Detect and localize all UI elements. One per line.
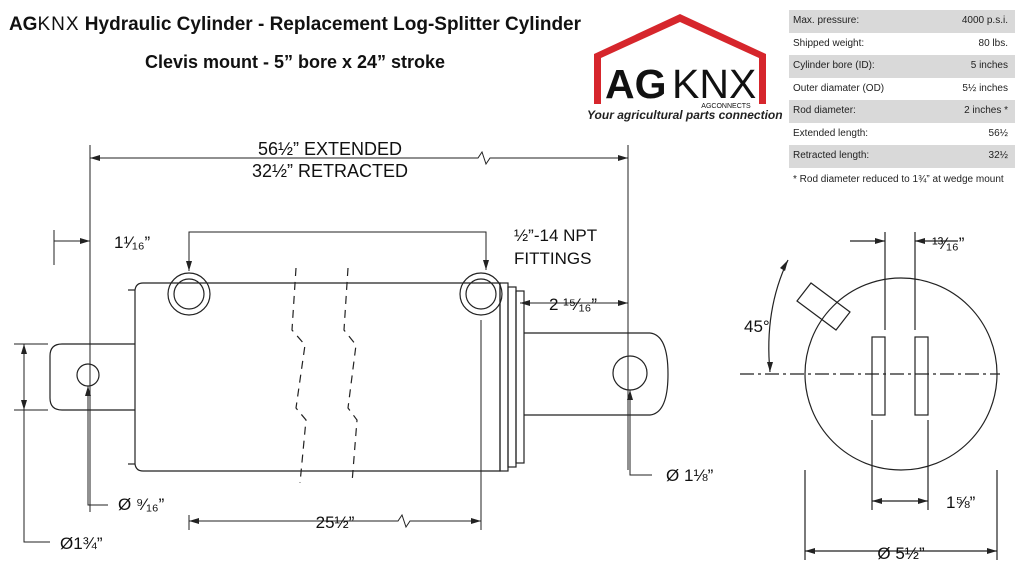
logo-ag: AG (605, 61, 667, 107)
npt-label-1: ½”-14 NPT (514, 226, 597, 245)
spec-value: 56½ (988, 127, 1008, 139)
spec-value: 5 inches (970, 60, 1008, 71)
gland-ring-1 (499, 282, 509, 472)
spec-value: 4000 p.s.i. (961, 15, 1008, 26)
retracted-label: 32½” RETRACTED (252, 161, 408, 181)
logo-tagline: Your agricultural parts connection (587, 108, 783, 122)
extended-label: 56½” EXTENDED (258, 139, 402, 159)
spec-value: 80 lbs. (978, 37, 1008, 49)
agknx-logo: AG KNX AGCONNECTS (594, 14, 766, 110)
title-text: Hydraulic Cylinder - Replacement Log-Spl… (79, 14, 582, 35)
rear-diameter-leader (23, 410, 50, 543)
od-label: Ø 5½” (877, 544, 925, 563)
rod-clevis (524, 332, 669, 416)
spec-row: Retracted length: 32½ (789, 145, 1015, 168)
spec-row: Rod diameter: 2 inches * (789, 100, 1015, 123)
spec-label: Shipped weight: (793, 37, 865, 49)
arrowheads (21, 155, 633, 524)
spec-label: Rod diameter: (793, 105, 856, 116)
spec-label: Retracted length: (793, 150, 870, 161)
spec-row: Outer diamater (OD) 5½ inches (789, 78, 1015, 101)
end-view-labels: ¹³⁄₁₆” 1⅝” Ø 5½” 45° (744, 234, 976, 563)
rod-pin-leader (629, 390, 652, 476)
gland-ring-2 (507, 286, 517, 468)
slot-spacing-label: 1⅝” (946, 493, 976, 512)
rear-pin-label: Ø ⁹⁄₁₆” (118, 495, 165, 514)
slot-left (871, 336, 886, 416)
angle-label: 45° (744, 317, 770, 336)
slot-width-label: ¹³⁄₁₆” (932, 234, 965, 253)
gland-ring-3 (515, 290, 525, 464)
port-fitting-front (459, 272, 503, 316)
rear-pin-leader (87, 386, 108, 506)
port-fitting-rear-inner (173, 278, 205, 310)
dimension-lines (14, 145, 652, 543)
spec-row: Shipped weight: 80 lbs. (789, 33, 1015, 56)
port-spacing-line (189, 513, 481, 529)
logo-sub: AGCONNECTS (701, 103, 751, 110)
spec-value: 2 inches * (964, 105, 1008, 116)
logo-barn-outline (594, 14, 766, 104)
spec-row: Extended length: 56½ (789, 123, 1015, 146)
spec-label: Extended length: (793, 127, 869, 139)
rod-pin-label: Ø 1⅛” (666, 466, 714, 485)
rod-pin-hole (612, 355, 648, 391)
title-brand-light: KNX (37, 14, 80, 35)
npt-label-2: FITTINGS (514, 249, 591, 268)
port-fitting-rear (167, 272, 211, 316)
spec-note: * Rod diameter reduced to 1¾” at wedge m… (793, 173, 1004, 185)
rear-pin-hole (76, 363, 100, 387)
spec-label: Max. pressure: (793, 15, 860, 26)
title-brand-bold: AG (8, 14, 38, 35)
page-subtitle: Clevis mount - 5” bore x 24” stroke (144, 52, 446, 72)
rear-clevis (49, 343, 135, 411)
spec-value: 5½ inches (962, 82, 1008, 94)
spec-label: Outer diamater (OD) (793, 82, 885, 94)
spec-row: Cylinder bore (ID): 5 inches (789, 55, 1015, 78)
logo-knx: KNX (672, 61, 756, 107)
end-view (740, 232, 1000, 560)
spec-row: Max. pressure: 4000 p.s.i. (789, 10, 1015, 33)
spec-label: Cylinder bore (ID): (793, 60, 875, 71)
spec-table: Max. pressure: 4000 p.s.i. Shipped weight… (789, 10, 1015, 185)
port-fitting-front-inner (465, 278, 497, 310)
slot-right (914, 336, 929, 416)
page-title: AGKNX Hydraulic Cylinder - Replacement L… (0, 14, 590, 36)
overall-length-line (90, 150, 628, 166)
port-spacing-label: 25½” (316, 513, 355, 532)
dimension-labels: 56½” EXTENDED 32½” RETRACTED 1¹⁄₁₆” ½”-1… (60, 139, 714, 553)
rear-diameter-label: Ø1¾” (60, 534, 103, 553)
angled-port (796, 282, 851, 331)
angle-arc (768, 259, 789, 373)
cylinder-body (134, 282, 501, 472)
spec-value: 32½ (988, 150, 1008, 161)
rod-offset-label: 2 ¹⁵⁄₁₆” (549, 295, 597, 314)
break-line-right (343, 267, 358, 484)
end-view-arrowheads (767, 238, 997, 554)
pin-offset-label: 1¹⁄₁₆” (114, 233, 151, 252)
npt-leader (188, 231, 487, 271)
break-line-left (291, 267, 307, 484)
